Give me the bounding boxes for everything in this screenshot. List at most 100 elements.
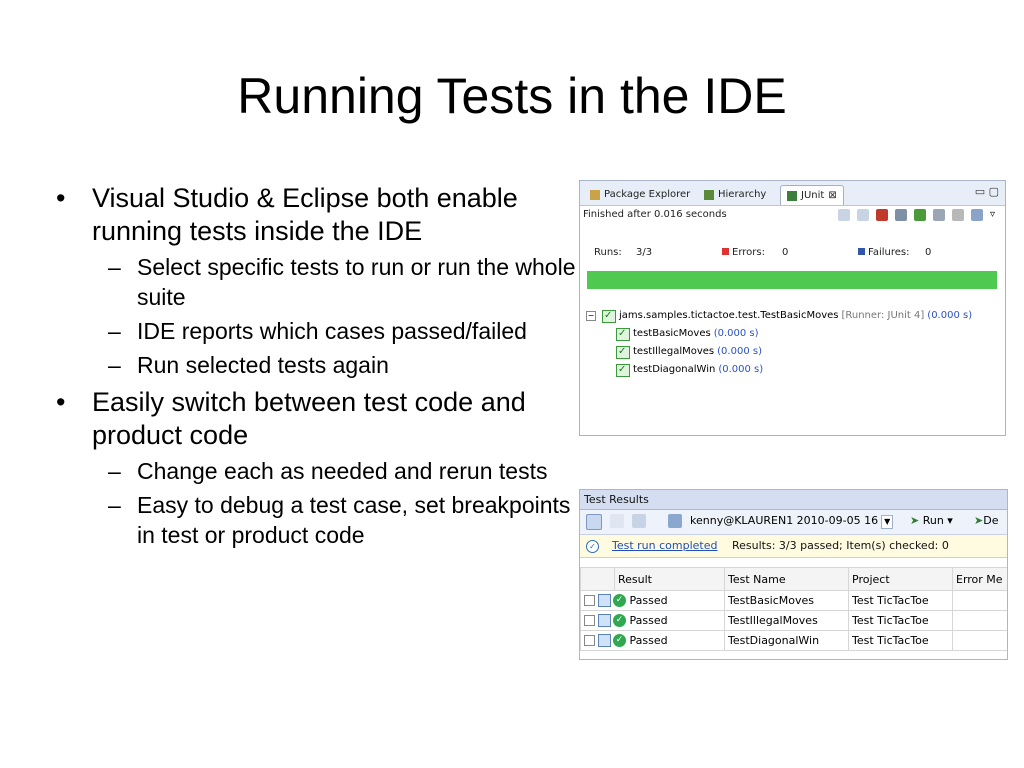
test-passed-icon [616,343,630,361]
result-column-header[interactable]: Result [614,567,725,591]
test-name-cell: TestBasicMoves [724,590,849,611]
sub-bullet-item: –IDE reports which cases passed/failed [92,316,576,346]
passed-icon: ✓ [613,634,626,648]
result-text: Passed [629,613,668,627]
row-checkbox[interactable] [584,615,595,627]
test-run-completed-link[interactable]: Test run completed [612,539,718,552]
failures-summary: Failures: [858,247,909,258]
window-buttons[interactable]: ▭ ▢ [974,185,999,198]
result-text: Passed [629,593,668,607]
debug-icon: ➤ [974,514,984,527]
bullet-dot-icon: • [56,387,66,417]
columns-icon[interactable] [610,514,624,528]
result-cell: ✓ Passed [580,610,725,631]
scroll-lock-icon[interactable] [894,209,907,221]
dash-icon: – [108,492,121,518]
errors-value: 0 [782,247,789,258]
table-row[interactable]: ✓ Passed TestDiagonalWin Test TicTacToe [580,630,1007,651]
test-name-cell: TestIllegalMoves [724,610,849,631]
vs-panel-title: Test Results [580,490,1007,510]
chevron-down-icon[interactable]: ▼ [881,515,894,529]
dash-icon: – [108,352,121,378]
test-name: testIllegalMoves [633,346,715,357]
hierarchy-icon [704,189,714,200]
eclipse-junit-view: Package Explorer Hierarchy JUnit ⊠ ▭ ▢ F… [579,180,1006,436]
debug-button[interactable]: ➤De [974,514,998,527]
row-checkbox[interactable] [584,595,595,607]
vs-toolbar: kenny@KLAUREN1 2010-09-05 16▼ ➤ Run ▾ ➤D… [580,510,1007,535]
bullet-list: • Visual Studio & Eclipse both enable ru… [56,182,576,556]
passed-icon: ✓ [613,614,626,628]
tab-label: Package Explorer [604,189,691,200]
next-failure-icon[interactable] [837,209,850,221]
collapse-icon[interactable]: − [586,311,596,321]
bullet-text: Easily switch between test code and prod… [92,387,526,450]
passed-icon: ✓ [613,594,626,608]
error-message-column-header[interactable]: Error Me [952,567,1007,591]
test-name-cell: TestDiagonalWin [724,630,849,651]
checkbox-column-header [580,567,615,591]
filter-icon[interactable] [632,514,646,528]
error-cell [952,590,1007,611]
rerun-failed-icon[interactable] [932,209,945,221]
dash-icon: – [108,318,121,344]
errors-summary: Errors: [722,247,765,258]
tab-hierarchy[interactable]: Hierarchy [698,185,772,204]
close-icon[interactable]: ⊠ [828,190,837,201]
result-text: Passed [629,633,668,647]
failures-label: Failures: [868,247,910,258]
suite-row[interactable]: − jams.samples.tictactoe.test.TestBasicM… [586,307,972,325]
test-tree: − jams.samples.tictactoe.test.TestBasicM… [586,307,972,379]
project-cell: Test TicTacToe [848,590,953,611]
error-icon [722,248,729,255]
test-run-select[interactable]: kenny@KLAUREN1 2010-09-05 16▼ [690,513,894,529]
view-menu-icon[interactable]: ▿ [989,209,995,220]
show-failures-only-icon[interactable] [875,209,888,221]
sub-bullet-text: Easy to debug a test case, set breakpoin… [137,492,571,548]
row-checkbox[interactable] [584,635,595,647]
vs-status-bar: ✓ Test run completed Results: 3/3 passed… [580,535,1007,558]
project-column-header[interactable]: Project [848,567,953,591]
tab-package-explorer[interactable]: Package Explorer [584,185,696,204]
result-cell: ✓ Passed [580,630,725,651]
sub-bullet-item: –Easy to debug a test case, set breakpoi… [92,490,576,550]
slide-title: Running Tests in the IDE [237,68,787,124]
junit-tool-buttons: ▿ [837,209,995,221]
test-icon [598,634,611,648]
package-icon [590,189,600,200]
table-row[interactable]: ✓ Passed TestBasicMoves Test TicTacToe [580,590,1007,611]
stop-icon[interactable] [951,209,964,221]
error-cell [952,630,1007,651]
test-row[interactable]: testDiagonalWin (0.000 s) [586,361,972,379]
run-label: Run [922,514,944,527]
previous-failure-icon[interactable] [856,209,869,221]
group-by-icon[interactable] [586,514,602,530]
table-row[interactable]: ✓ Passed TestIllegalMoves Test TicTacToe [580,610,1007,631]
test-row[interactable]: testIllegalMoves (0.000 s) [586,343,972,361]
result-cell: ✓ Passed [580,590,725,611]
test-passed-icon [616,361,630,379]
tab-junit[interactable]: JUnit ⊠ [780,185,844,205]
test-run-value: kenny@KLAUREN1 2010-09-05 16 [690,514,879,527]
test-icon [598,594,611,608]
tab-label: Hierarchy [718,189,767,200]
history-icon[interactable] [970,209,983,221]
bullet-item: • Easily switch between test code and pr… [56,386,576,550]
table-header-row: Result Test Name Project Error Me [580,567,1007,591]
test-row[interactable]: testBasicMoves (0.000 s) [586,325,972,343]
progress-bar [587,271,997,289]
junit-icon [787,190,797,201]
bullet-item: • Visual Studio & Eclipse both enable ru… [56,182,576,380]
test-name-column-header[interactable]: Test Name [724,567,849,591]
run-button[interactable]: ➤ Run ▾ [910,514,953,527]
errors-label: Errors: [732,247,765,258]
junit-summary: Runs: 3/3 Errors: 0 Failures: 0 [580,237,1005,258]
sub-bullet-text: IDE reports which cases passed/failed [137,318,527,344]
sub-bullet-item: –Run selected tests again [92,350,576,380]
dash-icon: – [108,458,121,484]
run-config-icon[interactable] [668,514,682,528]
test-time: (0.000 s) [713,328,759,339]
eclipse-tab-bar: Package Explorer Hierarchy JUnit ⊠ ▭ ▢ [580,181,1005,206]
suite-time: (0.000 s) [927,310,973,321]
rerun-icon[interactable] [913,209,926,221]
